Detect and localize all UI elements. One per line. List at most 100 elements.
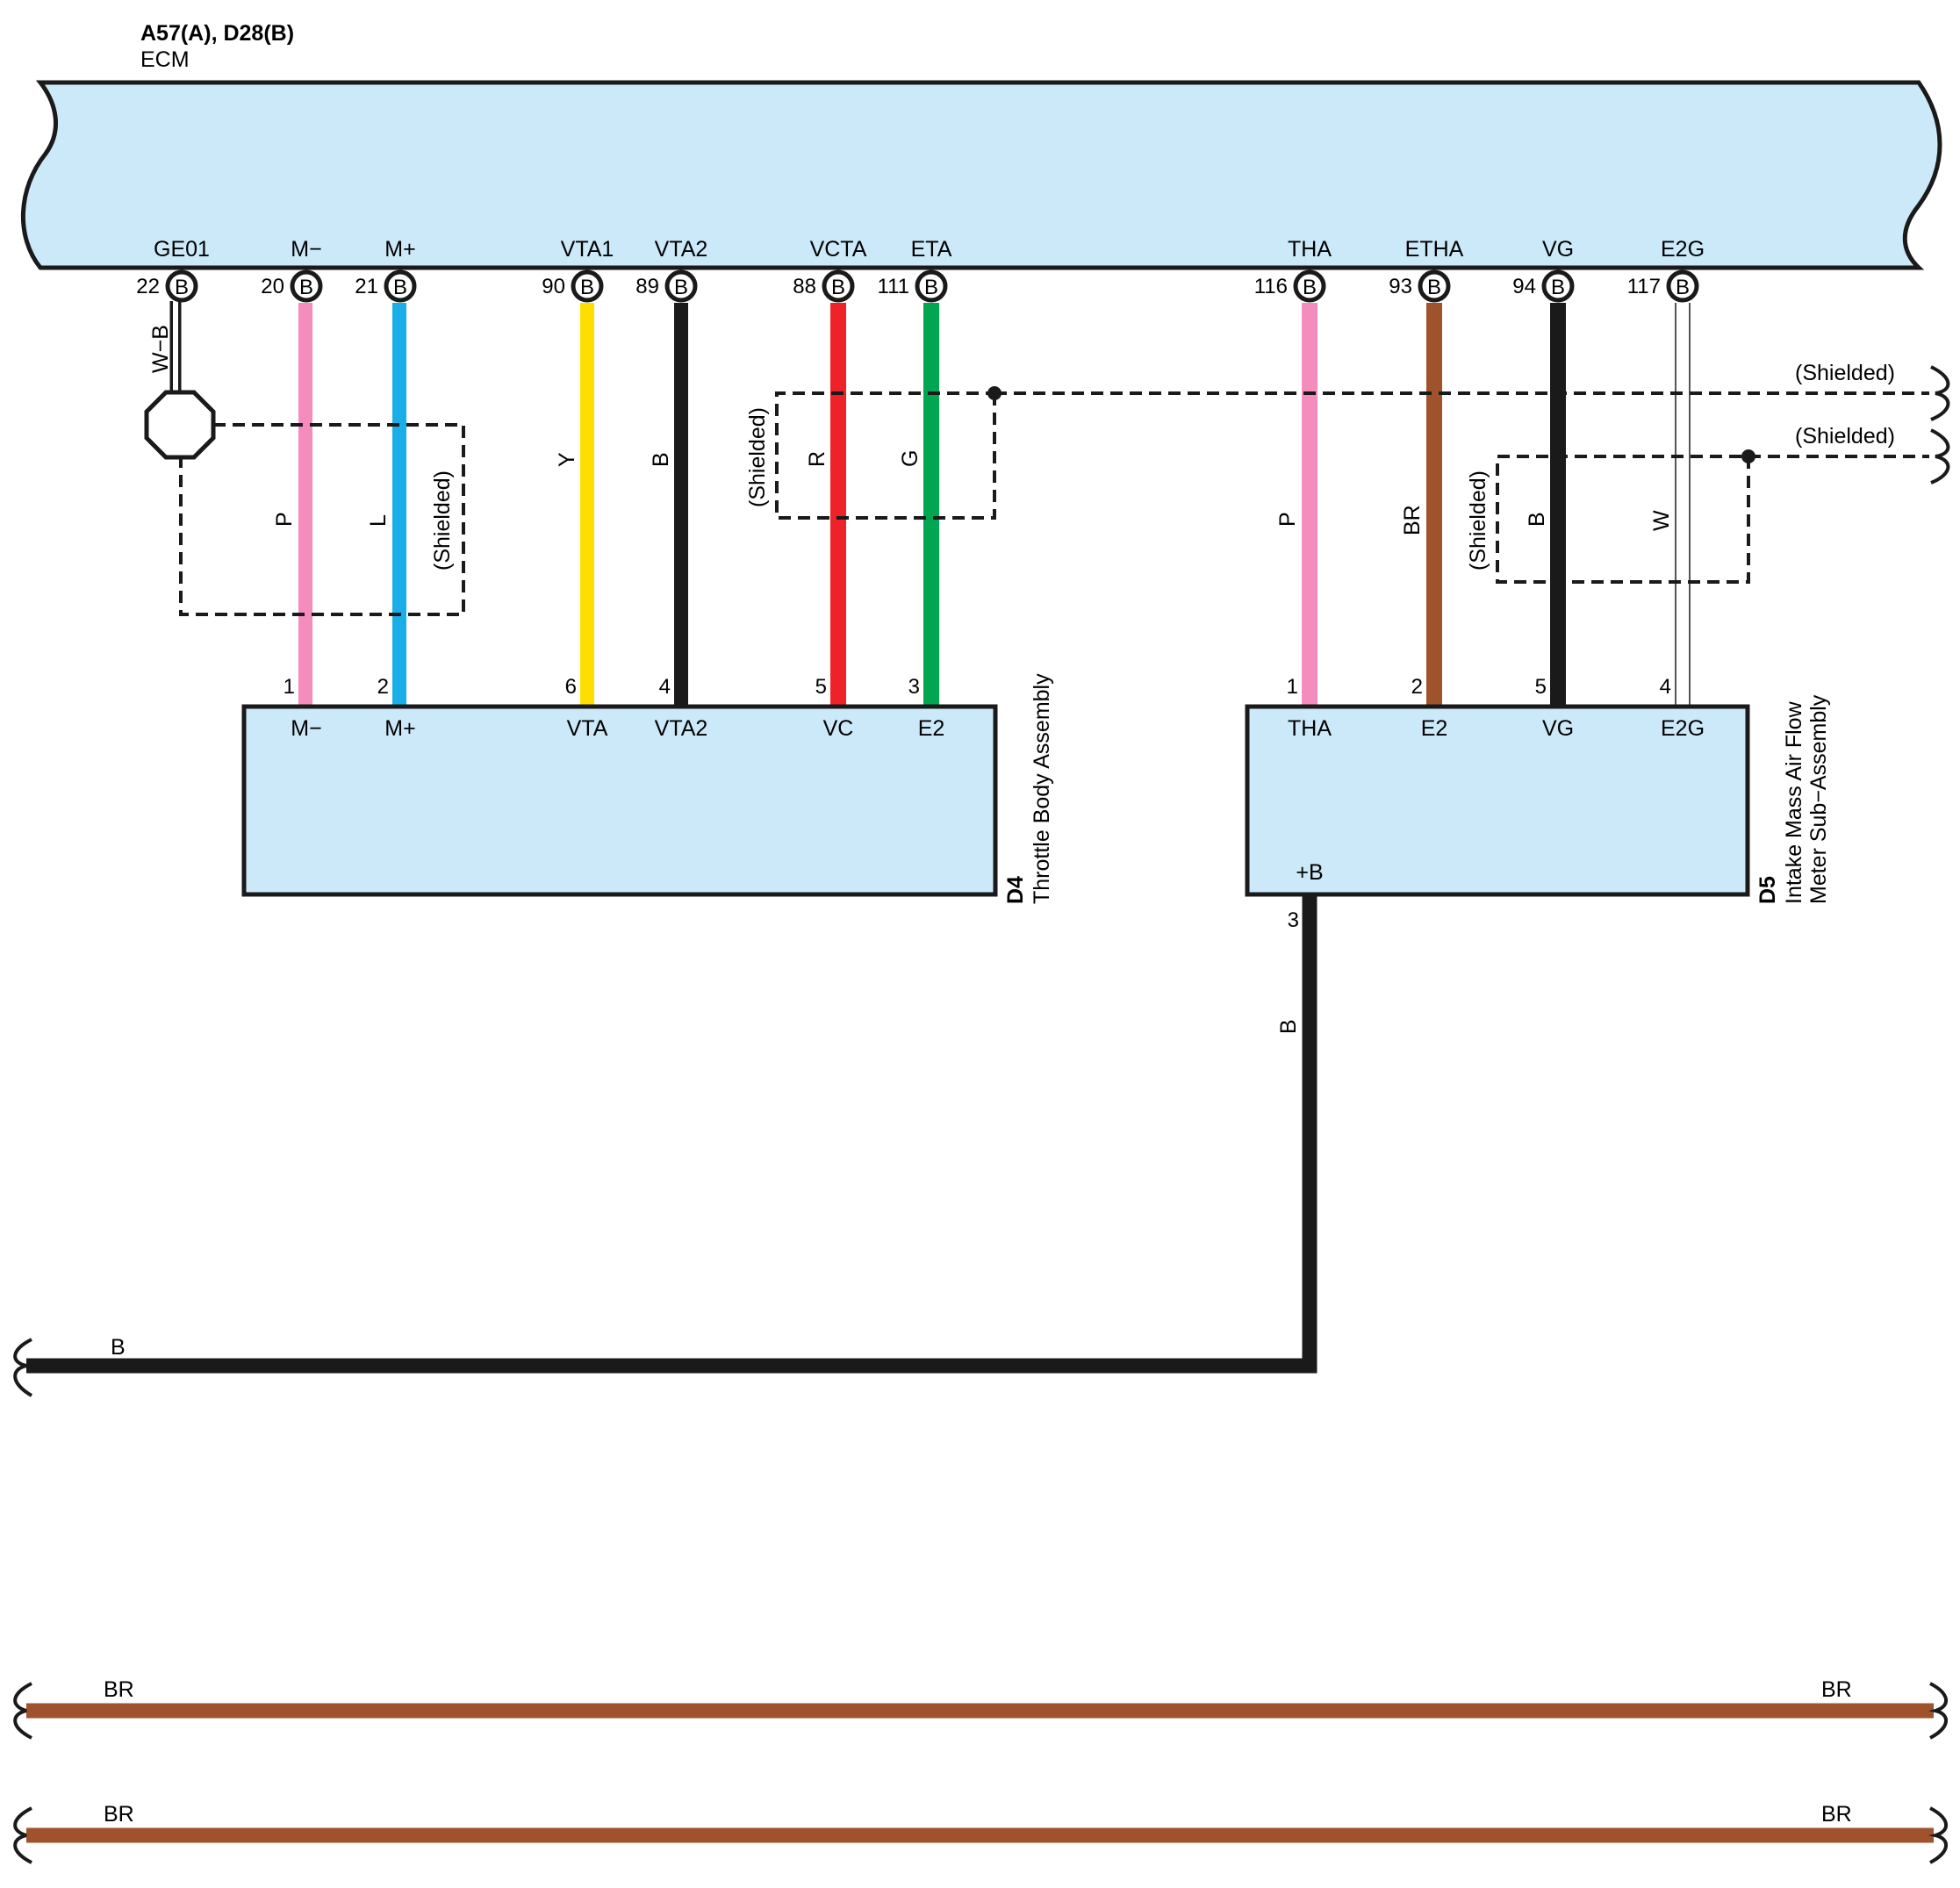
ecm-conn-letter: B	[831, 276, 845, 299]
wire-b-vg	[1550, 303, 1566, 705]
d5-terminal: E2	[1421, 716, 1448, 741]
ecm-conn-letter: B	[674, 276, 688, 299]
wire-code-w: W	[1649, 510, 1674, 531]
wire-code-w-b: W−B	[148, 325, 173, 373]
ecm-name: ECM	[140, 47, 190, 72]
ecm-terminal-vg: VG	[1542, 237, 1574, 262]
wire-code-g: G	[898, 450, 923, 467]
d4-terminal: M−	[291, 716, 321, 741]
br-line-2-right-code: BR	[1821, 1802, 1852, 1827]
d4-terminal: VTA	[567, 716, 608, 741]
wire-b-power	[26, 896, 1317, 1374]
br-line-2-left-code: BR	[104, 1802, 134, 1827]
d5-box	[1245, 704, 1750, 897]
ecm-conn-letter: B	[393, 276, 407, 299]
d4-terminal-names: M− M+ VTA VTA2 VC E2	[291, 716, 944, 741]
d5-pin-number: 4	[1660, 675, 1671, 699]
ecm-pin-circles	[165, 269, 1699, 303]
ecm-pin-number: 111	[878, 275, 909, 298]
ecm-pin-number: 117	[1627, 275, 1661, 298]
ecm-terminal-etha: ETHA	[1405, 237, 1464, 262]
wire-color-codes: W−B P L Y B R G P BR B W	[148, 325, 1674, 535]
d4-pin-number: 3	[908, 675, 920, 699]
ecm-pin-connector-letters: B B B B B B B B B B B	[175, 276, 1690, 299]
break-mark-shield-2	[1930, 428, 1950, 485]
break-mark-br2-right	[1928, 1806, 1948, 1864]
wire-r-vcta	[830, 303, 846, 705]
d4-name: Throttle Body Assembly	[1030, 673, 1054, 904]
d5-pin-number: 5	[1535, 675, 1547, 699]
wire-code-b: B	[649, 452, 673, 467]
power-line-code: B	[111, 1335, 126, 1360]
ecm-conn-letter: B	[1303, 276, 1317, 299]
wire-code-p: P	[272, 512, 297, 527]
ecm-conn-letter: B	[175, 276, 189, 299]
ecm-conn-letter: B	[924, 276, 938, 299]
d4-pin-number: 6	[565, 675, 577, 699]
ecm-pin-number: 22	[136, 275, 160, 298]
d4-pin-number: 2	[377, 675, 389, 699]
ecm-connector-title: A57(A), D28(B)	[140, 21, 294, 46]
ecm-terminal-tha: THA	[1288, 237, 1332, 262]
d5-name-line1: Intake Mass Air Flow	[1782, 700, 1806, 904]
d4-terminal: VC	[823, 716, 854, 741]
d4-pin-number: 1	[284, 675, 295, 699]
wire-b-vta2	[674, 303, 688, 705]
shield-lines	[179, 391, 1929, 616]
ecm-pin-numbers: 22 20 21 90 89 88 111 116 93 94 117	[136, 275, 1661, 298]
shield-label-vc: (Shielded)	[745, 407, 770, 507]
d4-box	[241, 704, 998, 897]
ground-octagon-icon	[144, 390, 216, 460]
d4-code: D4	[1003, 876, 1028, 904]
ecm-pin-number: 116	[1254, 275, 1288, 298]
ecm-terminal-ge01: GE01	[154, 237, 210, 262]
d5-terminal: THA	[1288, 716, 1332, 741]
ecm-terminal-e2g: E2G	[1661, 237, 1705, 262]
shield-junction-1	[987, 386, 1002, 400]
d4-pin-numbers: 1 2 6 4 5 3	[284, 675, 920, 699]
ecm-terminal-vta2: VTA2	[655, 237, 708, 262]
break-mark-br1-right	[1928, 1682, 1948, 1740]
wire-code-y: Y	[555, 452, 579, 467]
br-line-1-right-code: BR	[1821, 1677, 1852, 1702]
ecm-terminal-vcta: VCTA	[810, 237, 867, 262]
ecm-terminal-names: GE01 M− M+ VTA1 VTA2 VCTA ETA THA ETHA V…	[154, 237, 1705, 262]
d5-power-terminal: +B	[1296, 860, 1323, 885]
wire-p-tha	[1302, 303, 1317, 705]
wire-br-etha	[1426, 303, 1442, 705]
ecm-conn-letter: B	[299, 276, 313, 299]
br-line-1-left-code: BR	[104, 1677, 134, 1702]
wire-w-e2g	[1675, 303, 1691, 705]
d4-terminal: E2	[918, 716, 945, 741]
ecm-pin-number: 88	[793, 275, 816, 298]
ecm-conn-letter: B	[1427, 276, 1441, 299]
d5-terminal: E2G	[1661, 716, 1705, 741]
shield-label-2: (Shielded)	[1795, 424, 1895, 449]
ecm-pin-number: 90	[542, 275, 565, 298]
ecm-box	[20, 80, 1942, 270]
shield-label-1: (Shielded)	[1795, 361, 1895, 385]
break-mark-power	[13, 1338, 33, 1397]
wire-code-b-vg: B	[1525, 512, 1549, 527]
d4-terminal: M+	[384, 716, 415, 741]
d5-power-pin: 3	[1288, 908, 1299, 932]
wire-code-b-power: B	[1276, 1019, 1301, 1034]
ecm-pin-number: 21	[355, 275, 378, 298]
d4-pin-number: 4	[659, 675, 671, 699]
ecm-pin-number: 94	[1512, 275, 1536, 298]
wire-p-m-minus	[298, 303, 312, 705]
wire-g-eta	[923, 303, 939, 705]
wire-code-br: BR	[1400, 505, 1425, 535]
ecm-terminal-m-plus: M+	[384, 237, 415, 262]
wire-l-m-plus	[392, 303, 406, 705]
wire-code-p-tha: P	[1275, 512, 1300, 527]
shield-label-motor: (Shielded)	[430, 470, 455, 571]
d5-pin-number: 1	[1287, 675, 1298, 699]
ecm-pin-number: 89	[635, 275, 659, 298]
shield-label-vg: (Shielded)	[1466, 470, 1490, 571]
d5-terminal-names: THA E2 VG E2G +B	[1288, 716, 1705, 885]
wire-code-l: L	[366, 514, 391, 527]
ecm-terminal-eta: ETA	[911, 237, 952, 262]
d5-pin-number: 2	[1411, 675, 1423, 699]
